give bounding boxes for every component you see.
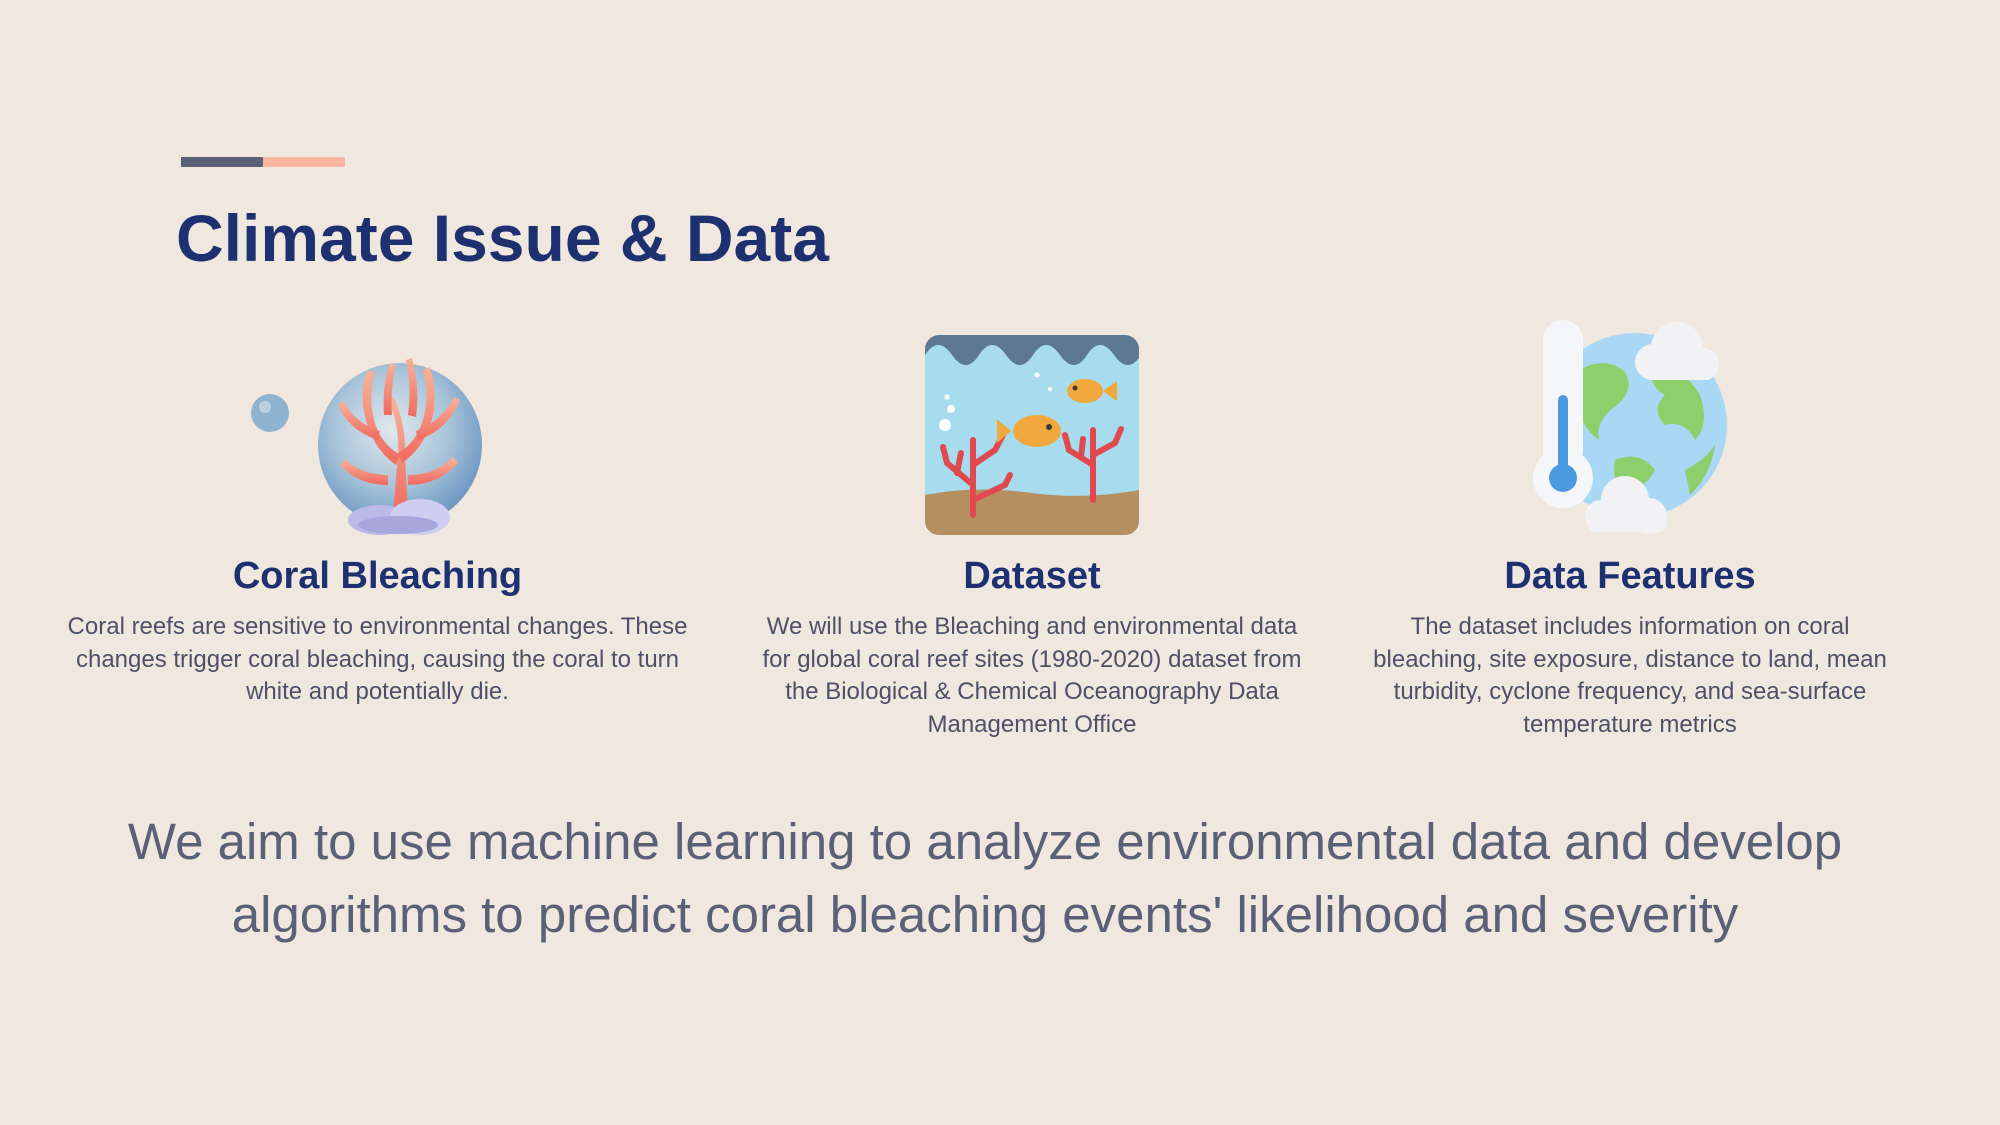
coral-icon [250, 358, 482, 535]
accent-bar-dark [181, 157, 263, 167]
feature-title: Coral Bleaching [232, 555, 523, 597]
aim-statement: We aim to use machine learning to analyz… [127, 813, 1843, 943]
feature-dataset: Dataset We will use the Bleaching and en… [752, 300, 1312, 741]
feature-title: Dataset [963, 555, 1101, 597]
feature-description: We will use the Bleaching and environmen… [762, 613, 1302, 738]
aquarium-icon-wrap [752, 300, 1312, 535]
climate-globe-icon-wrap [1370, 300, 1890, 535]
feature-data-features: Data Features The dataset includes infor… [1370, 300, 1890, 741]
aquarium-icon [925, 335, 1139, 535]
coral-icon-wrap [65, 300, 690, 535]
climate-globe-icon [1533, 320, 1727, 534]
feature-title: Data Features [1504, 555, 1756, 597]
feature-coral-bleaching: Coral Bleaching Coral reefs are sensitiv… [65, 300, 690, 709]
feature-description: Coral reefs are sensitive to environment… [67, 613, 688, 705]
feature-description: The dataset includes information on cora… [1373, 613, 1887, 738]
accent-bar [181, 157, 345, 167]
accent-bar-peach [263, 157, 345, 167]
slide-title: Climate Issue & Data [176, 201, 829, 275]
